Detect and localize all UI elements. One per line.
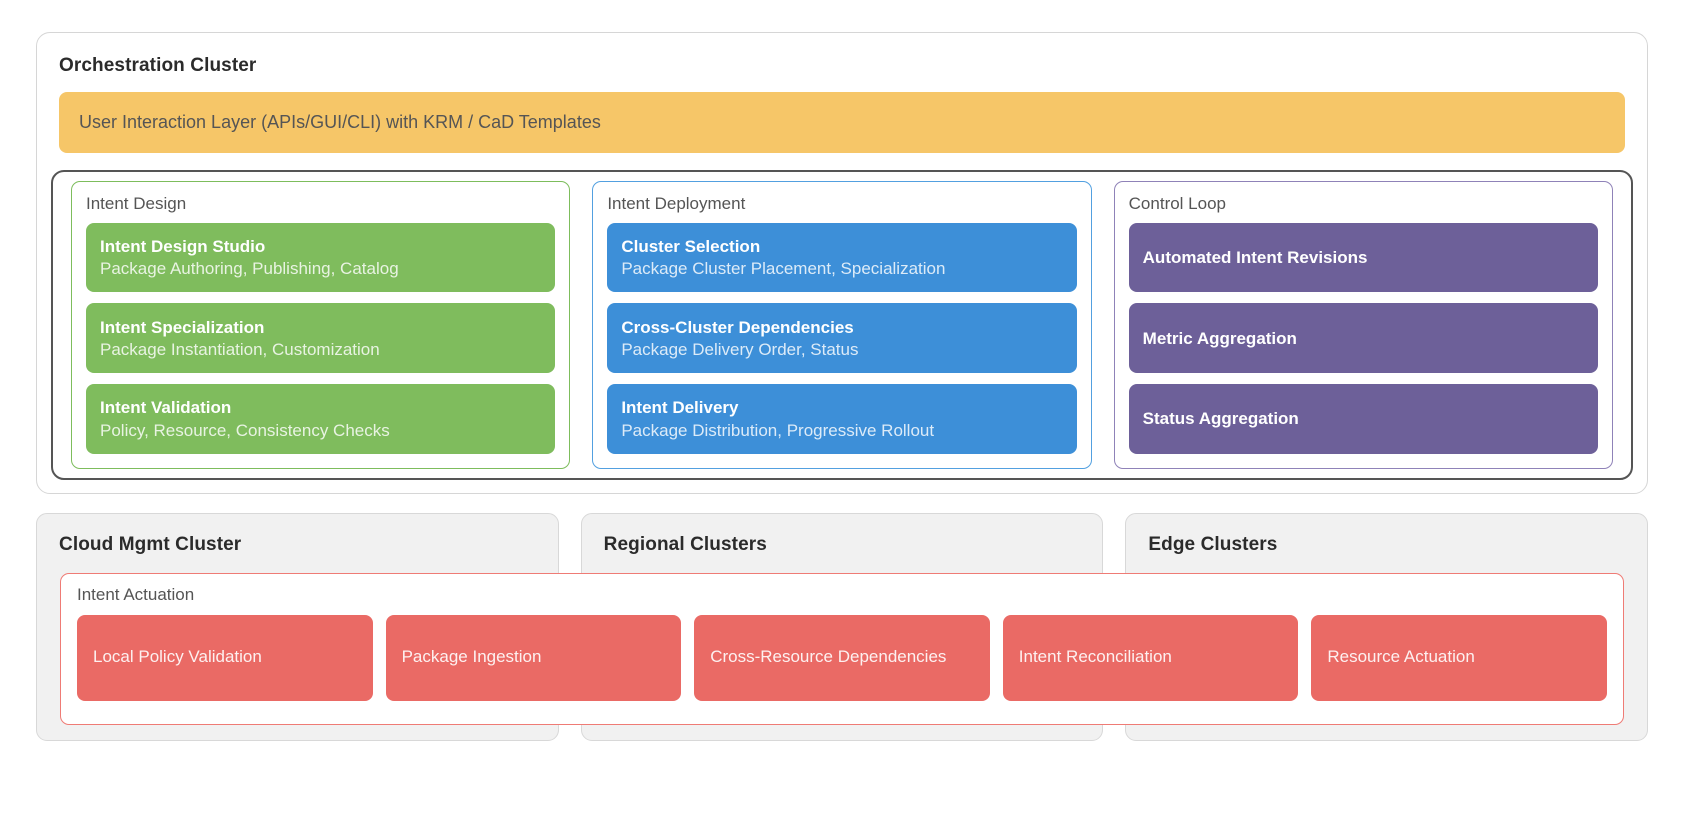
- card-title: Intent Delivery: [621, 398, 739, 418]
- card-subtitle: Package Distribution, Progressive Rollou…: [621, 420, 935, 440]
- card-label: Cross-Resource Dependencies: [710, 647, 947, 667]
- card-automated-intent-revisions[interactable]: Automated Intent Revisions: [1128, 222, 1598, 293]
- card-title: Status Aggregation: [1142, 409, 1299, 429]
- card-local-policy-validation[interactable]: Local Policy Validation: [77, 614, 373, 701]
- column-items-control-loop: Automated Intent Revisions Metric Aggreg…: [1128, 222, 1598, 454]
- card-title: Intent Design Studio: [100, 236, 266, 256]
- card-subtitle: Package Delivery Order, Status: [621, 339, 859, 359]
- column-items-intent-design: Intent Design Studio Package Authoring, …: [86, 222, 556, 454]
- card-intent-delivery[interactable]: Intent Delivery Package Distribution, Pr…: [607, 384, 1077, 454]
- user-interaction-layer-bar: User Interaction Layer (APIs/GUI/CLI) wi…: [59, 92, 1625, 153]
- card-title: Cross-Cluster Dependencies: [621, 317, 854, 337]
- column-title-intent-deployment: Intent Deployment: [607, 194, 746, 213]
- card-subtitle: Package Instantiation, Customization: [100, 339, 380, 359]
- card-subtitle: Policy, Resource, Consistency Checks: [100, 420, 390, 440]
- column-title-intent-design: Intent Design: [86, 194, 187, 213]
- card-label: Local Policy Validation: [93, 647, 262, 667]
- card-package-ingestion[interactable]: Package Ingestion: [385, 614, 682, 701]
- column-intent-deployment: Intent Deployment Cluster Selection Pack…: [592, 181, 1092, 469]
- card-metric-aggregation[interactable]: Metric Aggregation: [1128, 303, 1598, 374]
- card-cluster-selection[interactable]: Cluster Selection Package Cluster Placem…: [607, 222, 1077, 293]
- intent-actuation-items: Local Policy Validation Package Ingestio…: [77, 614, 1607, 701]
- card-status-aggregation[interactable]: Status Aggregation: [1128, 384, 1598, 454]
- card-subtitle: Package Authoring, Publishing, Catalog: [100, 259, 399, 279]
- card-label: Package Ingestion: [401, 647, 542, 667]
- orchestration-cluster-title: Orchestration Cluster: [59, 55, 257, 76]
- column-intent-design: Intent Design Intent Design Studio Packa…: [71, 181, 571, 469]
- intent-actuation-title: Intent Actuation: [77, 585, 195, 604]
- card-intent-validation[interactable]: Intent Validation Policy, Resource, Cons…: [86, 384, 556, 454]
- card-label: Resource Actuation: [1327, 647, 1475, 667]
- column-title-control-loop: Control Loop: [1128, 194, 1226, 213]
- intent-actuation-panel: Intent Actuation Local Policy Validation…: [60, 573, 1624, 725]
- card-subtitle: Package Cluster Placement, Specializatio…: [621, 259, 946, 279]
- card-cross-cluster-dependencies[interactable]: Cross-Cluster Dependencies Package Deliv…: [607, 303, 1077, 374]
- orchestration-inner-frame: Intent Design Intent Design Studio Packa…: [51, 170, 1633, 480]
- orchestration-cluster-panel: Orchestration Cluster User Interaction L…: [36, 32, 1648, 494]
- cluster-title-cloud-mgmt: Cloud Mgmt Cluster: [59, 534, 242, 555]
- cluster-title-edge: Edge Clusters: [1148, 534, 1278, 555]
- user-interaction-layer-label: User Interaction Layer (APIs/GUI/CLI) wi…: [79, 112, 601, 132]
- column-control-loop: Control Loop Automated Intent Revisions …: [1113, 181, 1613, 469]
- card-title: Intent Validation: [100, 398, 232, 418]
- orchestration-columns: Intent Design Intent Design Studio Packa…: [71, 181, 1613, 469]
- card-title: Metric Aggregation: [1142, 328, 1297, 348]
- card-title: Cluster Selection: [621, 236, 761, 256]
- card-resource-actuation[interactable]: Resource Actuation: [1311, 614, 1607, 701]
- card-title: Intent Specialization: [100, 317, 265, 337]
- card-intent-specialization[interactable]: Intent Specialization Package Instantiat…: [86, 303, 556, 374]
- card-title: Automated Intent Revisions: [1142, 247, 1368, 267]
- card-intent-reconciliation[interactable]: Intent Reconciliation: [1002, 614, 1299, 701]
- column-items-intent-deployment: Cluster Selection Package Cluster Placem…: [607, 222, 1077, 454]
- bottom-clusters-zone: Cloud Mgmt Cluster Regional Clusters Edg…: [36, 513, 1649, 741]
- card-label: Intent Reconciliation: [1018, 647, 1172, 667]
- card-intent-design-studio[interactable]: Intent Design Studio Package Authoring, …: [86, 222, 556, 293]
- cluster-title-regional: Regional Clusters: [603, 534, 767, 555]
- card-cross-resource-dependencies[interactable]: Cross-Resource Dependencies: [694, 614, 990, 701]
